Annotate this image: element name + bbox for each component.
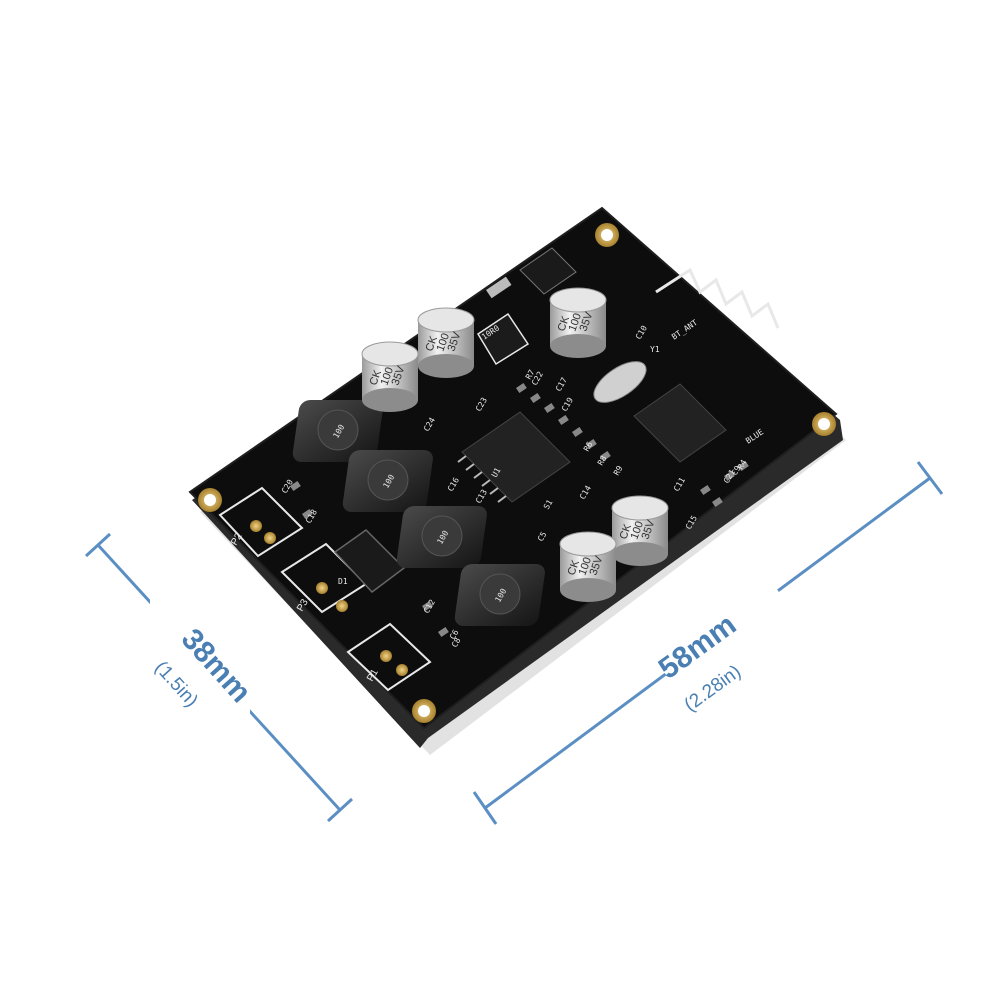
port-p1-label: P1 (365, 667, 381, 683)
amplifier-chip (457, 411, 571, 503)
diode-label: D1 (338, 577, 348, 586)
port-p1: P1 (346, 622, 432, 692)
dimension-width: 58mm (2.28in) (472, 461, 944, 825)
silk-label: C8 (450, 636, 463, 649)
dimension-height: 38mm (1.5in) (84, 532, 354, 823)
silk-label: C6 (448, 628, 461, 641)
smd-components (289, 382, 749, 637)
silk-label: C9 (730, 464, 743, 477)
inductor: 100 (396, 506, 487, 568)
silk-label: R9 (612, 464, 625, 477)
mounting-holes (198, 223, 836, 723)
capacitor-marking: 100 (379, 366, 397, 387)
power-resistor: 10R0 (476, 312, 530, 366)
capacitor-marking: CK (556, 314, 573, 333)
silk-label: R4 (736, 458, 749, 471)
silk-label: R6 (582, 440, 595, 453)
capacitor-marking: CK (424, 334, 441, 353)
port-p3-label: P3 (295, 597, 311, 613)
silk-label: S1 (542, 498, 555, 511)
bluetooth-chip (633, 383, 727, 463)
crystal-label: Y1 (650, 345, 660, 354)
port-p2-label: P2 (229, 531, 245, 547)
crystal-y1: Y1 (593, 345, 660, 403)
capacitor-marking: CK (566, 558, 583, 577)
silk-label: C5 (536, 530, 549, 543)
port-p2: P2 (218, 486, 304, 558)
inductor: 100 (342, 450, 433, 512)
inductors: 100 100 100 100 (292, 400, 545, 626)
capacitor-marking: 100 (567, 312, 585, 333)
silk-label: R8 (596, 454, 609, 467)
capacitor-marking: CK (368, 368, 385, 387)
silk-label: R7 (524, 368, 537, 381)
regulator (485, 247, 577, 299)
inductor: 100 (454, 564, 545, 626)
capacitor-marking: 100 (577, 556, 595, 577)
capacitor-marking: 100 (435, 332, 453, 353)
capacitor-marking: 100 (629, 520, 647, 541)
inductor: 100 (292, 400, 383, 462)
silk-label: U1 (490, 466, 503, 479)
diode-d1: D1 (333, 529, 406, 594)
capacitor-marking: CK (618, 522, 635, 541)
